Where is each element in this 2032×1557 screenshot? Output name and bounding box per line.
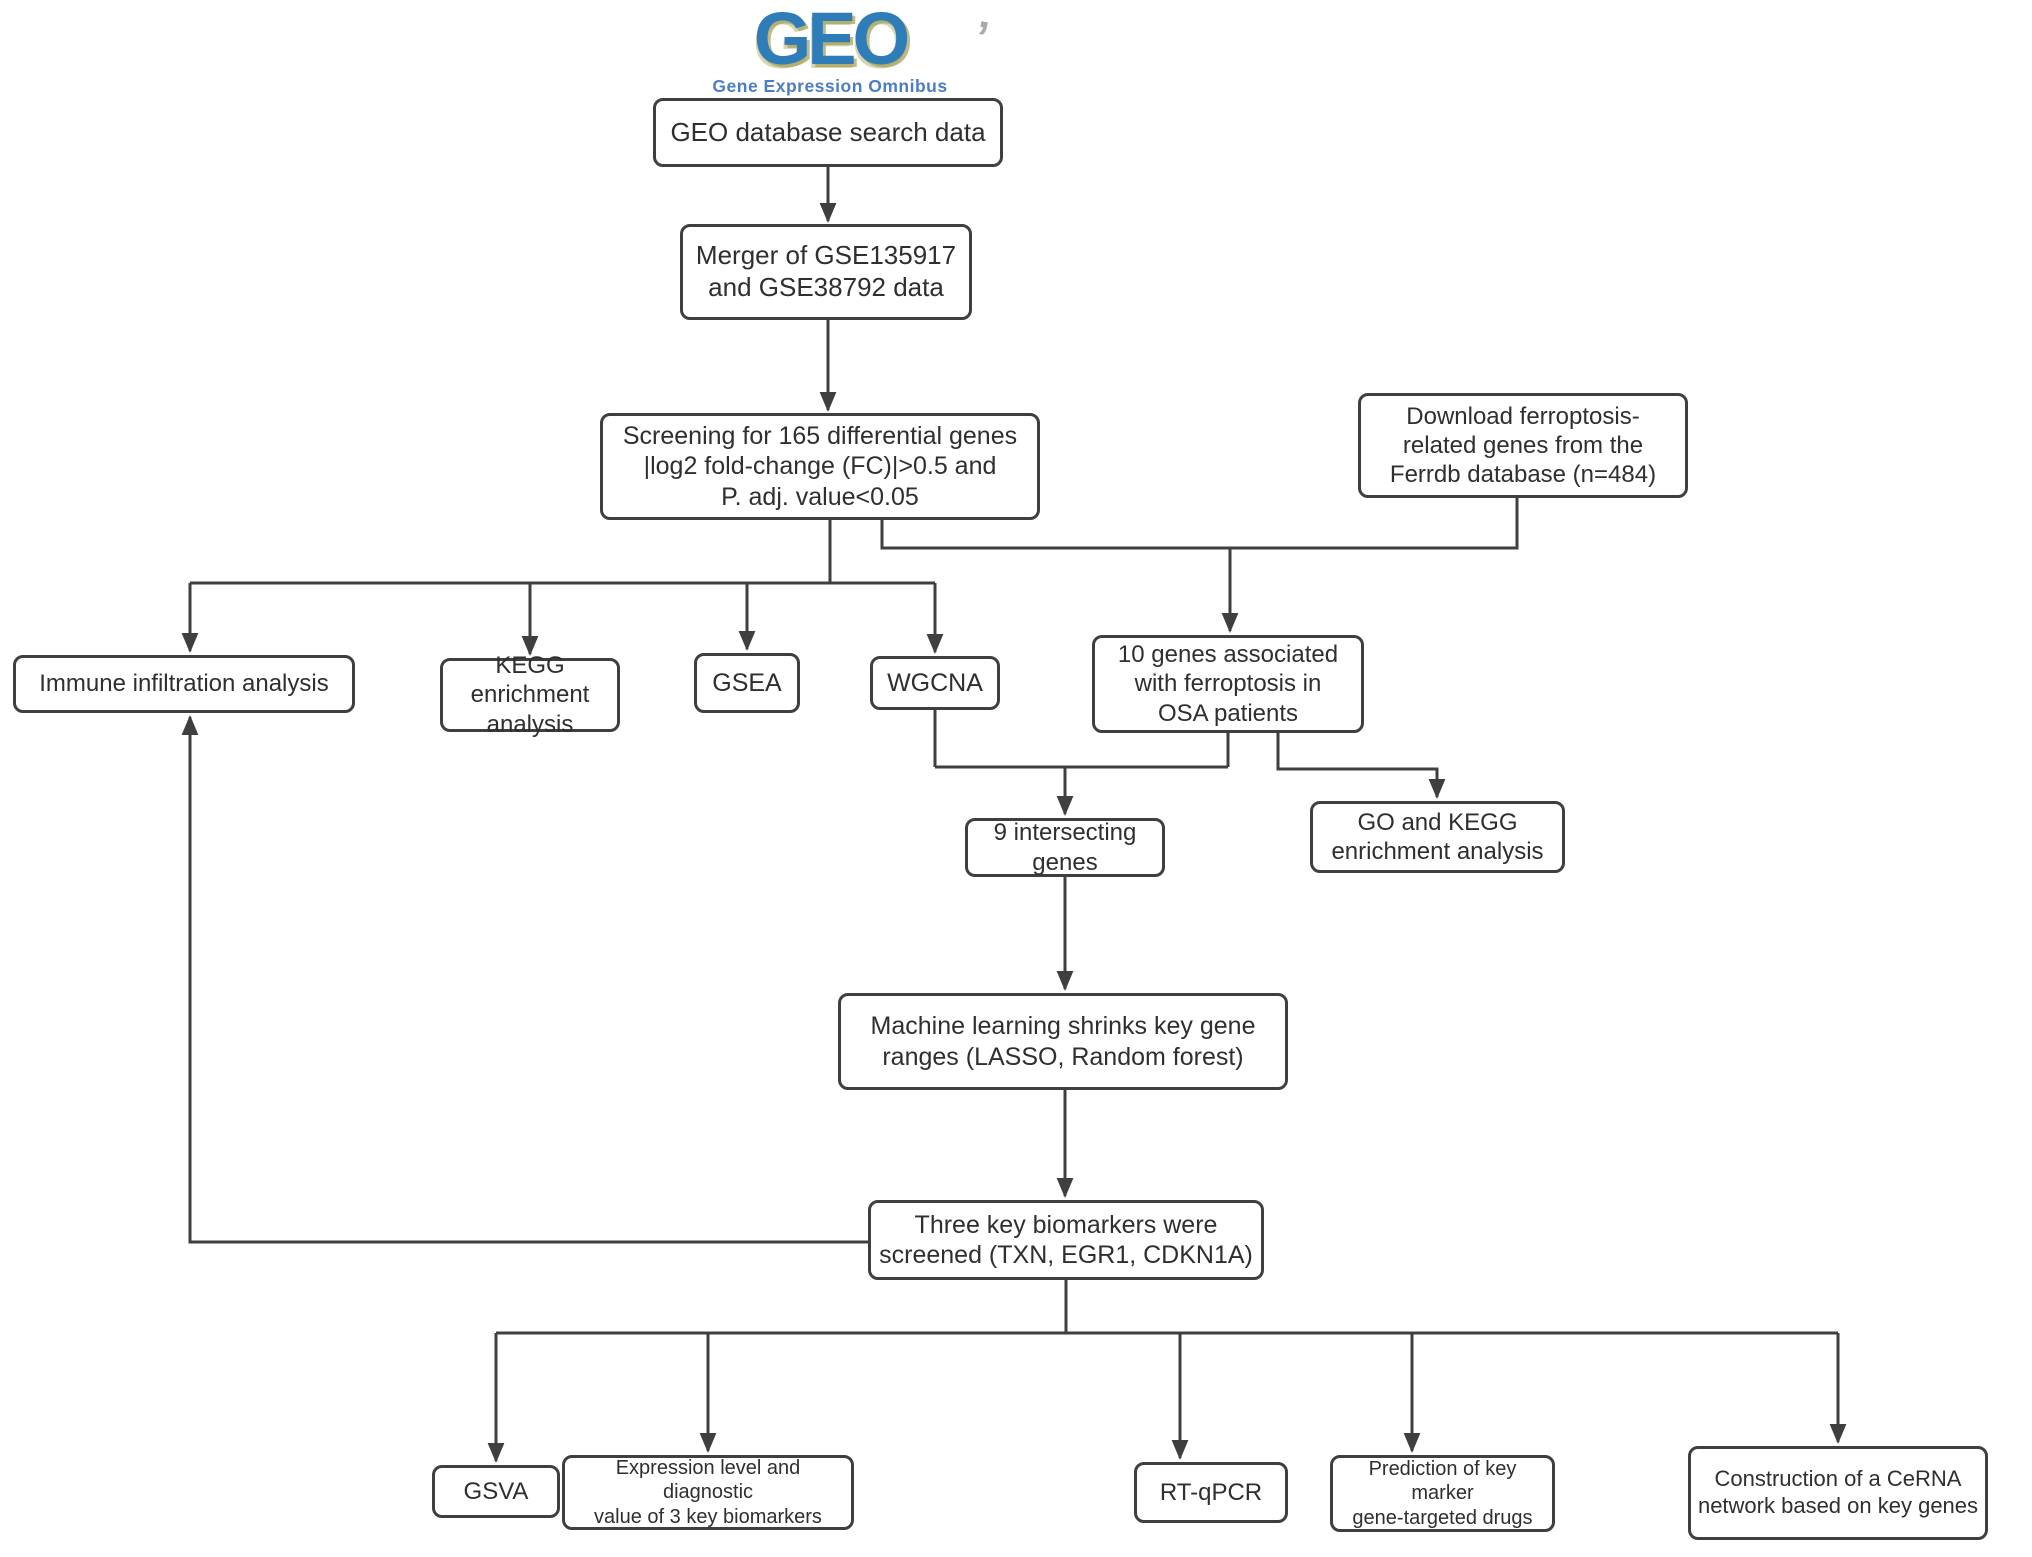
node-go-kegg: GO and KEGG enrichment analysis — [1310, 801, 1565, 873]
geo-logo-tick-mark: ’ — [969, 10, 994, 64]
geo-logo: GEO ’ Gene Expression Omnibus — [700, 0, 993, 97]
node-nine-intersecting: 9 intersecting genes — [965, 818, 1165, 877]
node-expression-diagnostic: Expression level and diagnostic value of… — [562, 1455, 854, 1530]
node-merger: Merger of GSE135917 and GSE38792 data — [680, 224, 972, 320]
node-label: Merger of GSE135917 and GSE38792 data — [695, 240, 957, 302]
node-label: Screening for 165 differential genes |lo… — [622, 421, 1018, 511]
node-machine-learning: Machine learning shrinks key gene ranges… — [838, 993, 1288, 1090]
node-label: WGCNA — [887, 668, 983, 697]
node-ferrdb-download: Download ferroptosis- related genes from… — [1358, 393, 1688, 498]
node-screening: Screening for 165 differential genes |lo… — [600, 413, 1040, 520]
node-label: Construction of a CeRNA network based on… — [1697, 1466, 1979, 1518]
node-label: 9 intersecting genes — [993, 819, 1137, 876]
node-label: GO and KEGG enrichment analysis — [1331, 808, 1544, 865]
node-label: RT-qPCR — [1159, 1478, 1263, 1506]
connector-biomarkers-to-immune — [181, 715, 868, 1244]
node-rtqpcr: RT-qPCR — [1134, 1462, 1288, 1523]
node-drug-prediction: Prediction of key marker gene-targeted d… — [1330, 1455, 1555, 1532]
node-label: Prediction of key marker gene-targeted d… — [1352, 1457, 1533, 1529]
connector-screening-to-tengenes — [880, 520, 1230, 550]
node-three-biomarkers: Three key biomarkers were screened (TXN,… — [868, 1200, 1264, 1280]
node-label: Expression level and diagnostic value of… — [594, 1456, 822, 1528]
node-kegg-enrichment: KEGG enrichment analysis — [440, 652, 620, 738]
node-label: KEGG enrichment analysis — [470, 652, 590, 738]
node-label: Immune infiltration analysis — [39, 670, 329, 698]
node-gsea: GSEA — [694, 653, 800, 713]
node-ten-genes: 10 genes associated with ferroptosis in … — [1092, 635, 1364, 733]
node-wgcna: WGCNA — [870, 656, 1000, 710]
node-geo-database-search: GEO database search data — [653, 98, 1003, 167]
node-label: 10 genes associated with ferroptosis in … — [1117, 641, 1339, 727]
node-label: GEO database search data — [670, 116, 986, 147]
node-label: GSVA — [463, 1477, 529, 1505]
node-label: Three key biomarkers were screened (TXN,… — [879, 1210, 1253, 1270]
node-label: GSEA — [712, 668, 782, 697]
node-label: Download ferroptosis- related genes from… — [1389, 402, 1657, 489]
node-gsva: GSVA — [432, 1465, 560, 1518]
geo-logo-tagline: Gene Expression Omnibus — [712, 76, 948, 97]
node-label: Machine learning shrinks key gene ranges… — [870, 1012, 1256, 1071]
connector-ferrdb-to-tengenes — [1230, 498, 1519, 550]
node-cerna-network: Construction of a CeRNA network based on… — [1688, 1446, 1988, 1540]
connector-tengenes-to-gokegg — [1276, 733, 1446, 799]
geo-logo-text: GEO — [753, 0, 910, 80]
node-immune-infiltration: Immune infiltration analysis — [13, 655, 355, 713]
